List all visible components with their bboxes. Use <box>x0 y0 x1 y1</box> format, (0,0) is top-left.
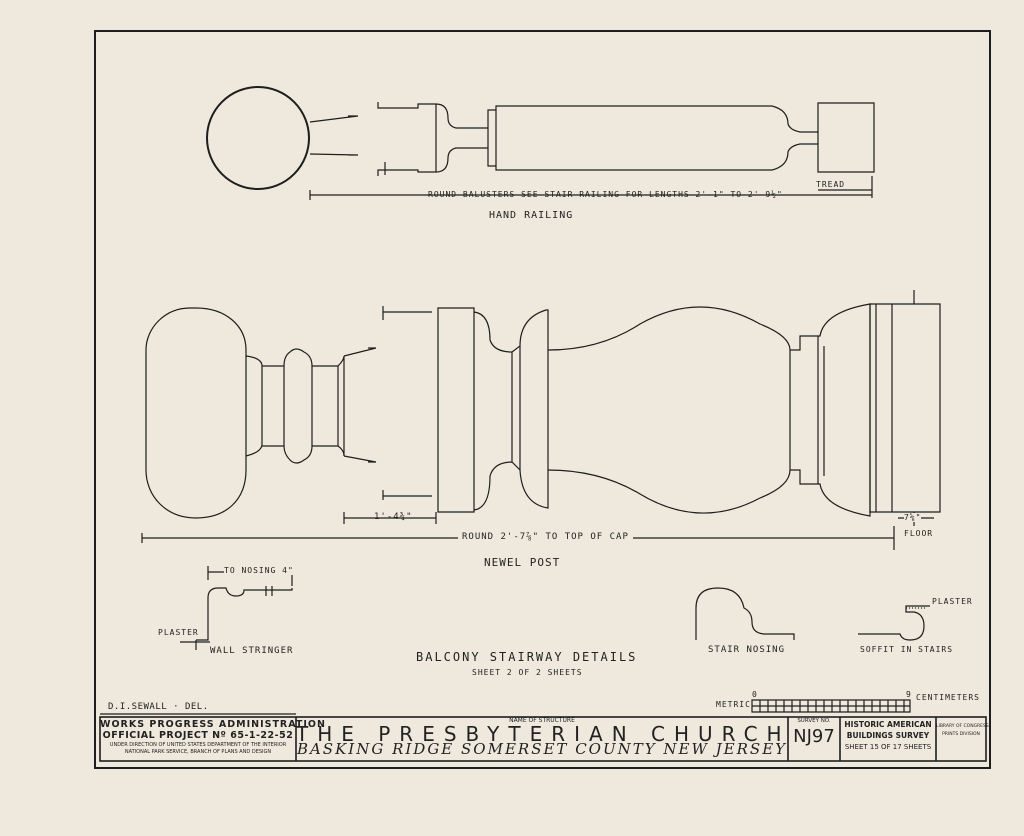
plaster-right-label: PLASTER <box>932 597 973 606</box>
stair-nosing-label: STAIR NOSING <box>708 645 786 655</box>
survey-no: NJ97 <box>793 726 835 747</box>
sheet-number: SHEET 15 OF 17 SHEETS <box>844 743 932 751</box>
loc-line1: LIBRARY OF CONGRESS <box>936 724 989 729</box>
newel-dim-note: ROUND 2'-7⅞" TO TOP OF CAP <box>458 532 633 542</box>
survey-no-caption: SURVEY NO. <box>797 718 831 724</box>
scale-bar <box>751 699 911 713</box>
baluster-outline <box>377 102 875 176</box>
scale-end-label: 9 <box>906 690 912 699</box>
soffit-profile <box>858 605 930 641</box>
habs-line2: BUILDINGS SURVEY <box>846 731 930 740</box>
newel-small-dim-label: 1'-4¾" <box>374 512 413 522</box>
newel-collar-lines <box>283 355 345 457</box>
handrail-leader-lines <box>309 115 359 156</box>
balusters-note: ROUND BALUSTERS SEE STAIR RAILING FOR LE… <box>428 190 783 199</box>
newel-collar <box>245 348 339 464</box>
wpa-line3: UNDER DIRECTION OF UNITED STATES DEPARTM… <box>109 742 287 748</box>
title-block-frame <box>99 716 987 762</box>
stair-nosing-profile <box>695 587 795 640</box>
newel-neck <box>790 303 871 517</box>
wall-stringer-label: WALL STRINGER <box>210 646 294 656</box>
floor-label: FLOOR <box>904 529 934 538</box>
scale-start-label: 0 <box>752 690 758 699</box>
newel-leaders-a <box>343 347 377 463</box>
loc-line2: PRINTS DIVISION <box>942 732 980 737</box>
sheet-title: BALCONY STAIRWAY DETAILS <box>416 650 638 664</box>
baluster-ring-lines <box>435 104 819 172</box>
scale-unit-label: CENTIMETERS <box>916 693 980 702</box>
structure-name-caption: NAME OF STRUCTURE <box>509 717 575 724</box>
wpa-line4: NATIONAL PARK SERVICE, BRANCH OF PLANS A… <box>124 749 272 755</box>
tread-label: TREAD <box>816 180 846 189</box>
structure-name: THE PRESBYTERIAN CHURCH <box>296 722 791 746</box>
soffit-label: SOFFIT IN STAIRS <box>860 645 954 654</box>
delineator: D.I.SEWALL · DEL. <box>108 702 209 712</box>
wall-stringer-plaster <box>180 640 210 650</box>
newel-base <box>869 303 941 513</box>
sheet-subtitle: SHEET 2 OF 2 SHEETS <box>472 668 583 677</box>
wall-stringer-profile <box>196 587 293 641</box>
habs-line1: HISTORIC AMERICAN <box>844 720 932 729</box>
wpa-line1: WORKS PROGRESS ADMINISTRATION <box>100 719 326 730</box>
wpa-line2: OFFICIAL PROJECT Nº 65-1-22-52 <box>102 730 294 741</box>
baluster-dim-line <box>309 190 872 200</box>
structure-location: BASKING RIDGE SOMERSET COUNTY NEW JERSEY <box>296 740 788 758</box>
newel-leaders-b <box>382 306 432 500</box>
newel-vase <box>547 306 791 514</box>
plaster-left-label: PLASTER <box>158 628 199 637</box>
newel-right-dim: 7⅝" <box>904 513 922 522</box>
newel-cap <box>145 307 247 519</box>
newel-base-dims <box>898 290 934 526</box>
scale-metric-label: METRIC <box>716 700 751 709</box>
handrail-section-circle <box>206 86 310 190</box>
baluster-ext-lines <box>384 162 873 198</box>
newel-post-title: NEWEL POST <box>484 556 561 569</box>
sheet-border <box>94 30 991 769</box>
title-block-dividers <box>295 717 937 761</box>
hand-railing-title: HAND RAILING <box>489 210 574 221</box>
nosing-dim-label: TO NOSING 4" <box>224 566 294 575</box>
scale-ticks <box>759 700 905 712</box>
newel-ring-lines <box>511 346 521 470</box>
newel-turning <box>473 309 549 511</box>
newel-small-dim <box>343 512 437 524</box>
newel-body <box>437 307 475 513</box>
